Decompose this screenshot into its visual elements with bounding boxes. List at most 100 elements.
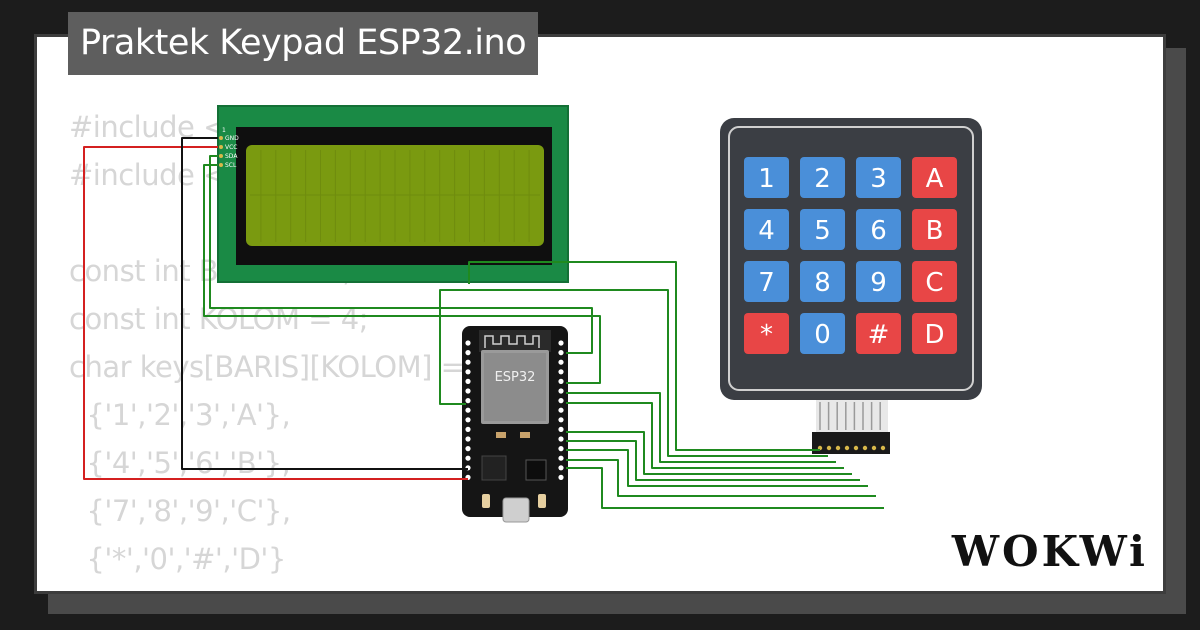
keypad-pin [880, 445, 886, 451]
keypad-key [744, 261, 789, 302]
keypad-key [744, 209, 789, 250]
wire-scl [203, 164, 601, 384]
lcd-pin [219, 145, 223, 149]
keypad-key [800, 313, 845, 354]
keypad-key [744, 157, 789, 198]
keypad-key-label: 6 [870, 216, 887, 246]
esp32-pin [558, 426, 564, 432]
keypad-key [800, 261, 845, 302]
esp32-pin [558, 388, 564, 394]
esp32-pin [558, 446, 564, 452]
keypad-key-label: * [760, 320, 773, 350]
keypad-key [912, 157, 957, 198]
esp32-board: ESP32 [462, 326, 568, 523]
esp32-pin [558, 350, 564, 356]
code-line: }; [69, 583, 491, 591]
keypad-key-label: # [868, 320, 890, 350]
keypad-pin [835, 445, 841, 451]
wire-keypad-3 [566, 392, 836, 463]
keypad-key [800, 157, 845, 198]
esp32-pin [558, 465, 564, 471]
code-line: {'4','5','6','B'}, [69, 446, 291, 480]
keypad-ribbon [816, 400, 888, 432]
keypad-pin [853, 445, 859, 451]
wire-sda [209, 155, 593, 354]
keypad-key [912, 209, 957, 250]
wokwi-logo: WOKWi [951, 527, 1148, 576]
keypad-key [912, 313, 957, 354]
keypad-key-label: A [926, 164, 944, 194]
code-line: {'1','2','3','A'}, [69, 398, 291, 432]
esp32-pin [558, 407, 564, 413]
code-line: {'7','8','9','C'}, [69, 494, 291, 528]
esp32-pin [558, 359, 564, 365]
esp32-pin [465, 340, 471, 346]
esp32-pin [465, 369, 471, 375]
lcd-pin-label: SDA [225, 153, 238, 160]
keypad-key [856, 209, 901, 250]
esp32-pin [558, 340, 564, 346]
wire-gnd [181, 137, 468, 470]
keypad-key [800, 209, 845, 250]
esp32-pin [465, 426, 471, 432]
keypad-key-label: 9 [870, 268, 887, 298]
esp32-pin [465, 388, 471, 394]
esp32-pin [465, 359, 471, 365]
keypad-key-label: 2 [814, 164, 831, 194]
esp32-pin [465, 350, 471, 356]
wire-keypad-4 [566, 402, 844, 469]
esp32-pin [558, 398, 564, 404]
wire-keypad-5 [566, 431, 852, 475]
keypad-key-label: 8 [814, 268, 831, 298]
esp32-pin [558, 455, 564, 461]
keypad-key [856, 261, 901, 302]
lcd-pin [219, 154, 223, 158]
code-line: #include < [69, 158, 227, 192]
wire-keypad-1 [468, 261, 820, 451]
code-line: const int KOLOM = 4; [69, 302, 368, 336]
project-title[interactable]: Praktek Keypad ESP32.ino [68, 12, 539, 75]
wire-keypad-7 [566, 449, 868, 487]
keypad-pin [871, 445, 877, 451]
keypad-key-label: 7 [758, 268, 775, 298]
esp32-pin [465, 407, 471, 413]
keypad-pin [826, 445, 832, 451]
keypad-pin [844, 445, 850, 451]
keypad-key [744, 313, 789, 354]
keypad-key-label: 1 [758, 164, 775, 194]
lcd-pin-label: VCC [225, 144, 237, 151]
keypad-pin [862, 445, 868, 451]
esp32-pin [558, 417, 564, 423]
keypad-key-label: C [925, 268, 943, 298]
esp32-pin [465, 446, 471, 452]
keypad-key-label: 0 [814, 320, 831, 350]
esp32-pin [465, 455, 471, 461]
lcd-pin-label: SCL [225, 162, 237, 169]
esp32-pin [558, 474, 564, 480]
esp32-pin [465, 378, 471, 384]
esp32-pin [558, 378, 564, 384]
lcd-pin [219, 136, 223, 140]
esp32-pin [558, 436, 564, 442]
keypad-key-label: 3 [870, 164, 887, 194]
wire-keypad-2 [439, 289, 828, 457]
lcd-module: 1 GND VCC SDA SCL [217, 105, 569, 283]
esp32-pin [558, 369, 564, 375]
keypad-key [912, 261, 957, 302]
esp32-pin [465, 436, 471, 442]
esp32-pin [465, 398, 471, 404]
keypad-key-label: 4 [758, 216, 775, 246]
wire-vcc [83, 146, 468, 480]
lcd-pin-marker: 1 [222, 127, 226, 134]
code-line: {'*','0','#','D'} [69, 542, 286, 576]
usb-port [502, 497, 530, 523]
keypad-key [856, 157, 901, 198]
wire-keypad-6 [566, 440, 860, 481]
lcd-pin-label: GND [225, 135, 239, 142]
keypad-key [856, 313, 901, 354]
wire-keypad-8 [566, 459, 876, 497]
esp32-pin [465, 417, 471, 423]
esp32-chip-label: ESP32 [495, 370, 536, 385]
lcd-pin [219, 163, 223, 167]
